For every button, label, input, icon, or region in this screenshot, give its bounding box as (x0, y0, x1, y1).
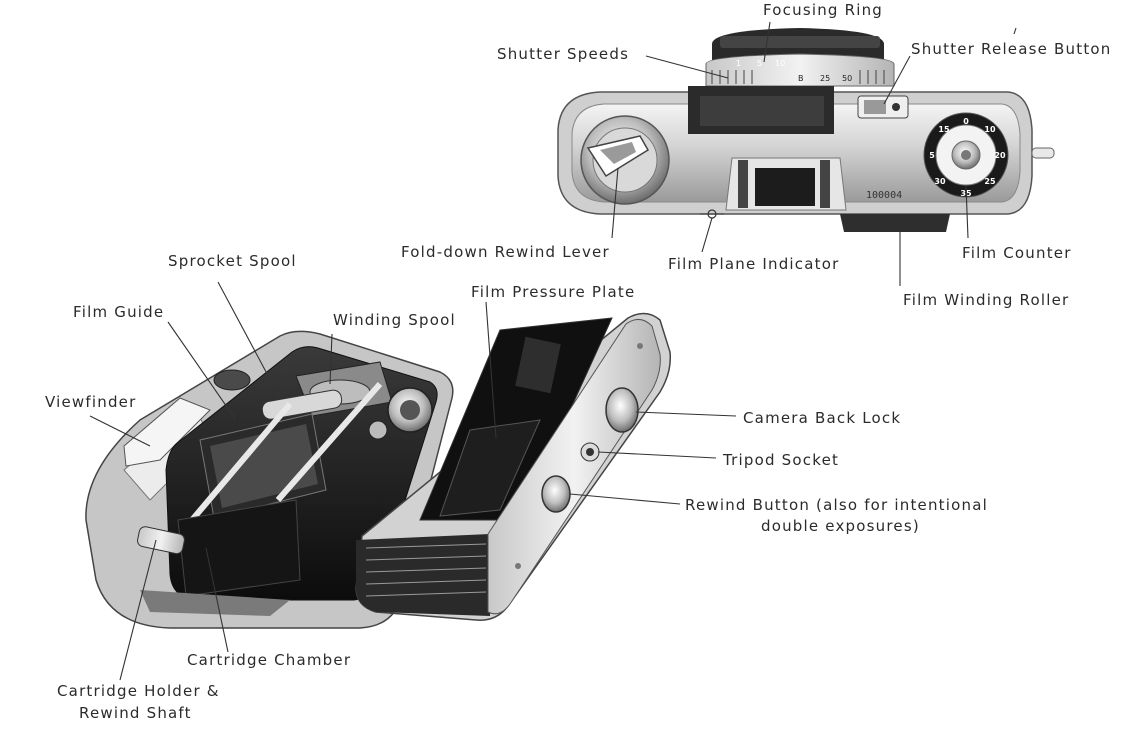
label-sprocket-spool: Sprocket Spool (168, 252, 297, 270)
label-shutter-speeds: Shutter Speeds (497, 45, 630, 63)
label-cartridge-chamber: Cartridge Chamber (187, 651, 352, 669)
camera-back-open (355, 312, 672, 621)
label-rewind-button-line1: Rewind Button (also for intentional (685, 496, 988, 514)
label-cartridge-holder-line1: Cartridge Holder & (57, 682, 220, 700)
speed-10: 10 (775, 59, 785, 68)
label-fold-down-rewind-lever: Fold-down Rewind Lever (401, 243, 610, 261)
counter-30: 30 (934, 177, 946, 186)
label-film-winding-roller: Film Winding Roller (903, 291, 1070, 309)
label-cartridge-holder-line2: Rewind Shaft (79, 704, 192, 722)
label-shutter-release-button: Shutter Release Button (911, 40, 1112, 58)
rewind-button-shape (541, 475, 571, 513)
label-tripod-socket: Tripod Socket (723, 451, 840, 469)
serial-number: 100004 (866, 190, 902, 201)
cartridge-chamber-shape (177, 499, 301, 597)
counter-20: 20 (994, 151, 1006, 160)
label-film-counter: Film Counter (962, 244, 1072, 262)
speed-1: 1 (736, 59, 741, 68)
counter-0: 0 (963, 117, 969, 126)
label-viewfinder: Viewfinder (45, 393, 137, 411)
speed-b: B (798, 74, 804, 83)
speed-25: 25 (820, 74, 830, 83)
label-camera-back-lock: Camera Back Lock (743, 409, 902, 427)
label-winding-spool: Winding Spool (333, 311, 456, 329)
label-film-pressure-plate: Film Pressure Plate (471, 283, 636, 301)
viewfinder-shape (123, 397, 211, 467)
counter-15: 15 (938, 125, 950, 134)
label-film-guide: Film Guide (73, 303, 165, 321)
shutter-speed-ring (705, 53, 895, 87)
speed-50: 50 (842, 74, 852, 83)
counter-5: 5 (929, 151, 935, 160)
camera-top-view: 1 5 10 25 50 B 100004 (557, 28, 1055, 232)
label-film-plane-indicator: Film Plane Indicator (668, 255, 840, 273)
label-focusing-ring: Focusing Ring (763, 1, 884, 19)
leader-lines (89, 21, 1017, 681)
counter-25: 25 (984, 177, 996, 186)
camera-back-lock-shape (605, 387, 639, 433)
speed-5: 5 (757, 59, 762, 68)
counter-10: 10 (984, 125, 996, 134)
label-rewind-button-line2: double exposures) (761, 517, 920, 535)
